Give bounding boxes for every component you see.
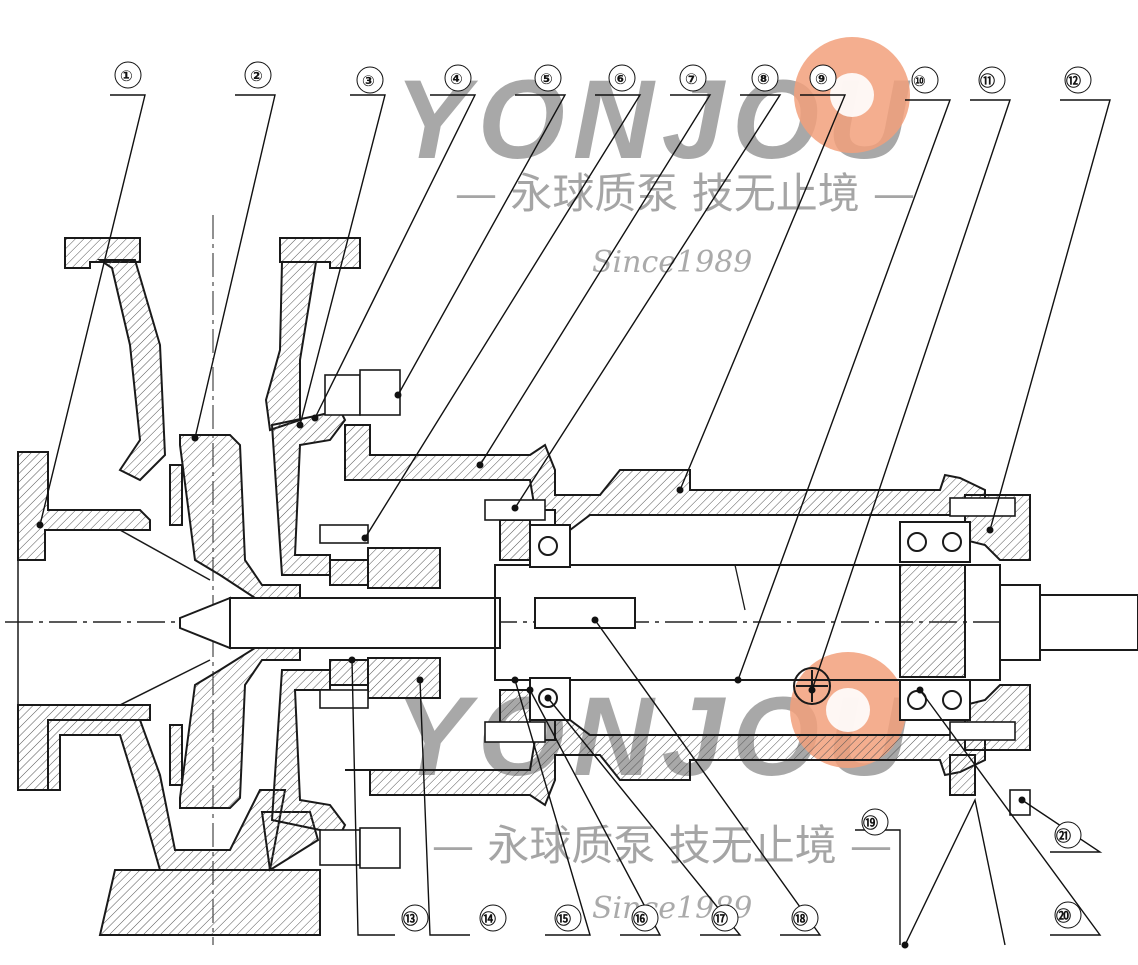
callout-7: ⑦ — [679, 64, 707, 92]
impeller — [169, 434, 301, 809]
bolts — [319, 369, 1031, 869]
inlet-bore — [17, 529, 211, 706]
callout-12: ⑫ — [1064, 66, 1092, 94]
pump-casing — [17, 237, 361, 936]
watermark-slogan-top: — 永球质泵 技无止境 — — [455, 169, 915, 218]
svg-text:⑯: ⑯ — [633, 910, 648, 928]
callout-16: ⑯ — [631, 904, 659, 932]
callout-labels: ① ② ③ ④ ⑤ ⑥ ⑦ ⑧ ⑨ ⑩ ⑪ ⑫ ⑬ ⑭ ⑮ ⑯ ⑰ ⑱ ⑲ ⑳ … — [114, 61, 1092, 932]
svg-text:①: ① — [120, 67, 133, 85]
svg-text:③: ③ — [362, 72, 375, 90]
callout-17: ⑰ — [711, 904, 739, 932]
svg-text:⑥: ⑥ — [614, 70, 627, 88]
callout-21: ㉑ — [1054, 821, 1082, 849]
callout-8: ⑧ — [751, 64, 779, 92]
svg-text:⑭: ⑭ — [481, 910, 496, 928]
mechanical-seal — [329, 547, 441, 699]
oil-level-sight — [793, 667, 831, 705]
svg-text:⑲: ⑲ — [863, 814, 878, 832]
svg-text:⑦: ⑦ — [685, 70, 698, 88]
watermark-slogan-bottom: — 永球质泵 技无止境 — — [432, 821, 892, 870]
callout-13: ⑬ — [401, 904, 429, 932]
callout-18: ⑱ — [791, 904, 819, 932]
callout-5: ⑤ — [534, 64, 562, 92]
impeller-nut — [179, 596, 231, 650]
svg-text:⑩: ⑩ — [913, 72, 926, 90]
svg-text:⑳: ⑳ — [1056, 907, 1071, 925]
svg-text:⑨: ⑨ — [815, 70, 828, 88]
svg-text:④: ④ — [450, 70, 463, 88]
svg-text:⑱: ⑱ — [793, 910, 808, 928]
svg-text:⑪: ⑪ — [980, 72, 995, 90]
svg-text:⑮: ⑮ — [556, 910, 571, 928]
callout-2: ② — [244, 61, 272, 89]
shaft — [229, 564, 1138, 681]
callout-3: ③ — [356, 66, 384, 94]
leader-lines — [39, 94, 1111, 946]
svg-text:⑬: ⑬ — [403, 910, 418, 928]
callout-1: ① — [114, 61, 142, 89]
svg-text:②: ② — [250, 67, 263, 85]
svg-text:㉑: ㉑ — [1056, 827, 1071, 845]
callout-9: ⑨ — [809, 64, 837, 92]
callout-15: ⑮ — [554, 904, 582, 932]
callout-19: ⑲ — [861, 808, 889, 836]
callout-6: ⑥ — [608, 64, 636, 92]
callout-20: ⑳ — [1054, 901, 1082, 929]
callout-4: ④ — [444, 64, 472, 92]
callout-14: ⑭ — [479, 904, 507, 932]
svg-text:⑰: ⑰ — [713, 910, 728, 928]
callout-11: ⑪ — [978, 66, 1006, 94]
svg-text:⑧: ⑧ — [757, 70, 770, 88]
shaft-key — [534, 597, 636, 629]
svg-text:⑫: ⑫ — [1066, 72, 1081, 90]
callout-10: ⑩ — [911, 66, 939, 94]
watermark-top: YONJOU — 永球质泵 技无止境 — Since1989 — [395, 37, 915, 280]
leader-dots — [36, 391, 1026, 949]
svg-text:⑤: ⑤ — [540, 70, 553, 88]
